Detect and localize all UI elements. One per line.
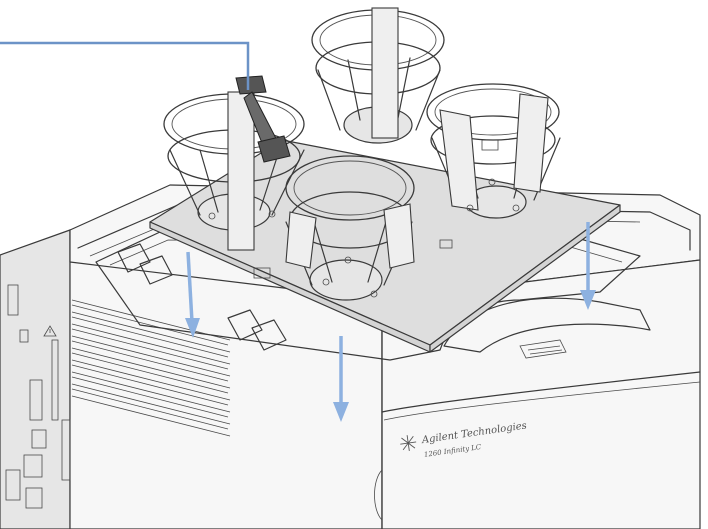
down-arrow-center <box>333 336 349 422</box>
bottle-holder-front <box>285 155 415 301</box>
front-latches <box>117 243 287 351</box>
bottle-holder-right <box>426 83 561 219</box>
down-arrow-right <box>580 222 596 310</box>
clamp-lever <box>235 75 291 163</box>
bottle-holder-left <box>163 91 305 251</box>
agilent-spark-icon <box>400 435 417 452</box>
side-panel-details <box>5 284 71 509</box>
warning-triangle-icon <box>43 325 57 337</box>
installation-arrows <box>185 222 596 422</box>
ventilation-grille <box>71 299 231 437</box>
callout-line <box>0 41 250 90</box>
front-door-edge <box>374 469 383 521</box>
bottle-holder-back <box>311 7 445 144</box>
down-arrow-left <box>185 251 200 338</box>
